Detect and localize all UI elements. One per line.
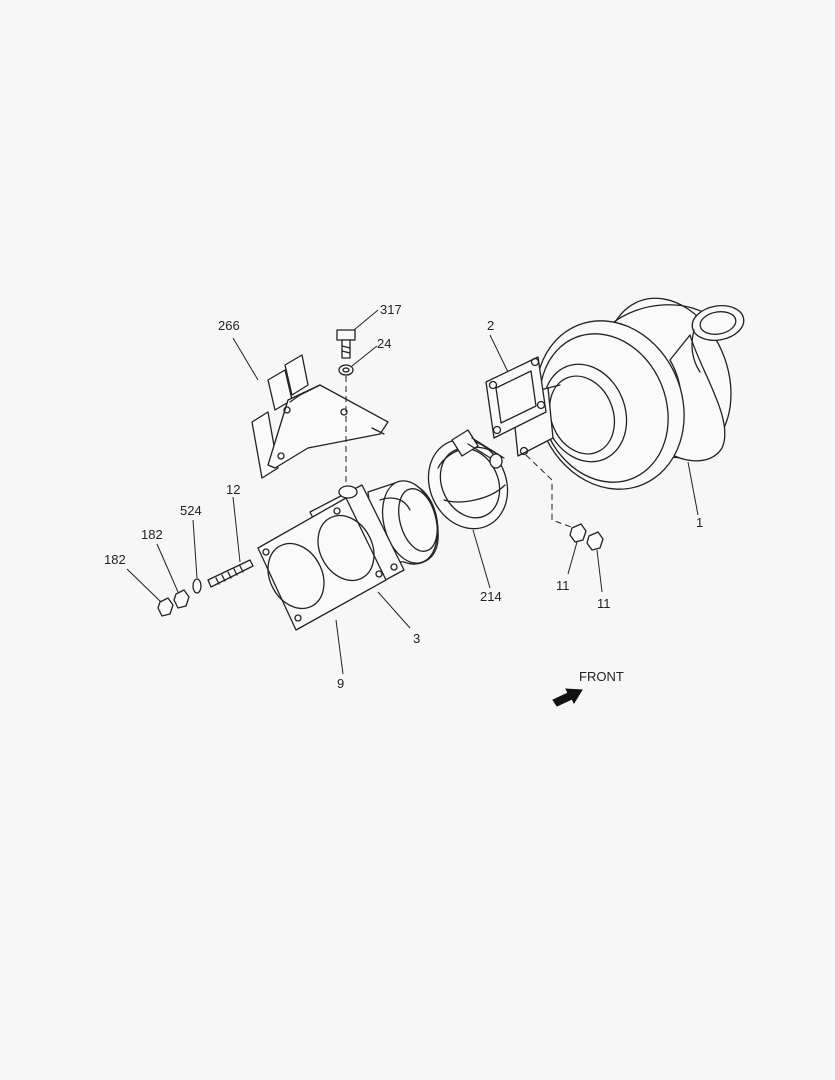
callout-11: 11 xyxy=(597,596,611,611)
callout-24: 24 xyxy=(377,336,391,351)
nut-part xyxy=(173,589,190,609)
callout-12: 12 xyxy=(226,482,240,497)
bolt-part xyxy=(336,329,356,359)
nut-part xyxy=(569,523,587,543)
gasket-part xyxy=(485,356,547,439)
stud-part xyxy=(207,559,254,588)
callout-9: 9 xyxy=(337,676,344,691)
callout-214: 214 xyxy=(480,589,502,604)
front-label: FRONT xyxy=(579,669,624,684)
callout-182: 182 xyxy=(104,552,126,567)
nut-part xyxy=(157,597,174,617)
callout-266: 266 xyxy=(218,318,240,333)
flange-gasket-part xyxy=(257,497,387,631)
front-arrow-icon xyxy=(552,688,583,707)
callout-11: 11 xyxy=(556,578,570,593)
callout-182: 182 xyxy=(141,527,163,542)
v-clamp-part xyxy=(427,429,509,530)
callout-317: 317 xyxy=(380,302,402,317)
callout-1: 1 xyxy=(696,515,703,530)
callout-524: 524 xyxy=(180,503,202,518)
nut-part xyxy=(586,531,604,551)
turbocharger-part xyxy=(511,297,745,490)
callout-3: 3 xyxy=(413,631,420,646)
washer-part xyxy=(192,578,202,594)
callout-2: 2 xyxy=(487,318,494,333)
washer-part xyxy=(338,364,354,376)
bracket-part xyxy=(251,354,389,479)
